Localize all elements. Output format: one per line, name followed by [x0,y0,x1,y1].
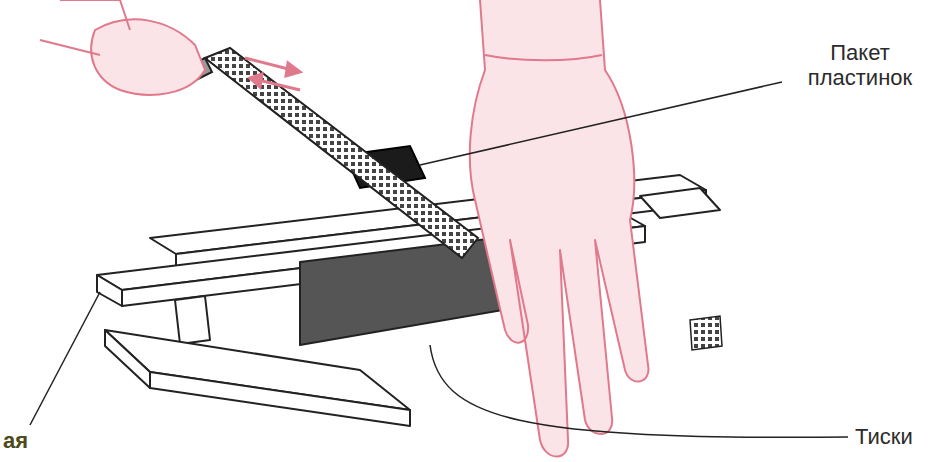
lower-bar-end [105,330,150,388]
left-hand [91,19,205,94]
lower-bar-side [150,372,410,426]
leader-line [420,82,782,165]
part-label: Тиски [855,424,939,449]
leader-line [30,292,100,425]
file [205,48,478,258]
post [175,296,210,344]
rail-end [97,275,122,306]
motion-arrows [245,58,300,90]
part-label: Пакет пластинок [785,40,935,91]
file-tip [690,316,722,350]
left-arm [40,0,130,55]
leader-lines [30,82,848,437]
cuff [485,55,602,60]
rail-tip [640,188,720,218]
right-hand [470,0,649,457]
part-label: ая [3,428,63,453]
leader-line [430,345,848,437]
